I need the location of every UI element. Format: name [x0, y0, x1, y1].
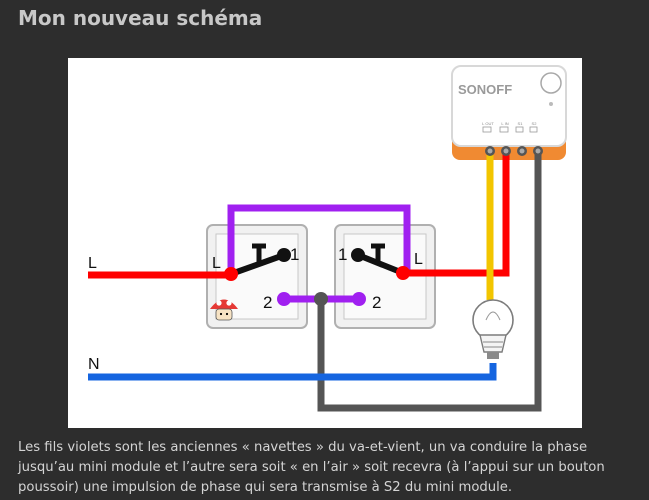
switch2-l-label: L — [414, 251, 423, 268]
phase-feed-wire — [403, 153, 510, 277]
section-title: Mon nouveau schéma — [18, 6, 263, 30]
switch1-terminal-1-label: 1 — [290, 245, 299, 264]
live-line-label: L — [88, 255, 97, 272]
terminal-label-1: L OUT — [482, 121, 494, 126]
switch1-terminal-2-label: 2 — [263, 293, 272, 312]
sonoff-module-icon: SONOFF L OUT L IN S1 S2 — [451, 65, 567, 160]
mushroom-logo-icon — [210, 299, 238, 321]
traveller-wire-top — [227, 204, 411, 274]
terminal-label-3: S1 — [518, 121, 524, 126]
wiring-diagram: SONOFF L OUT L IN S1 S2 — [68, 58, 582, 428]
diagram-caption: Les fils violets sont les anciennes « na… — [18, 440, 605, 495]
terminal-label-2: L IN — [501, 121, 508, 126]
module-brand: SONOFF — [458, 82, 512, 97]
light-bulb-icon — [472, 299, 514, 359]
s2-return-wire — [317, 153, 542, 412]
terminal-label-4: S2 — [532, 121, 538, 126]
switch-left-mechanism — [224, 243, 291, 306]
switch1-l-label: L — [212, 255, 221, 272]
neutral-wire — [88, 363, 497, 381]
switch-right-mechanism — [351, 243, 410, 306]
switch2-terminal-1-label: 1 — [338, 245, 347, 264]
switch2-terminal-2-label: 2 — [372, 293, 381, 312]
junction-dot — [314, 292, 328, 306]
neutral-line-label: N — [88, 356, 100, 373]
